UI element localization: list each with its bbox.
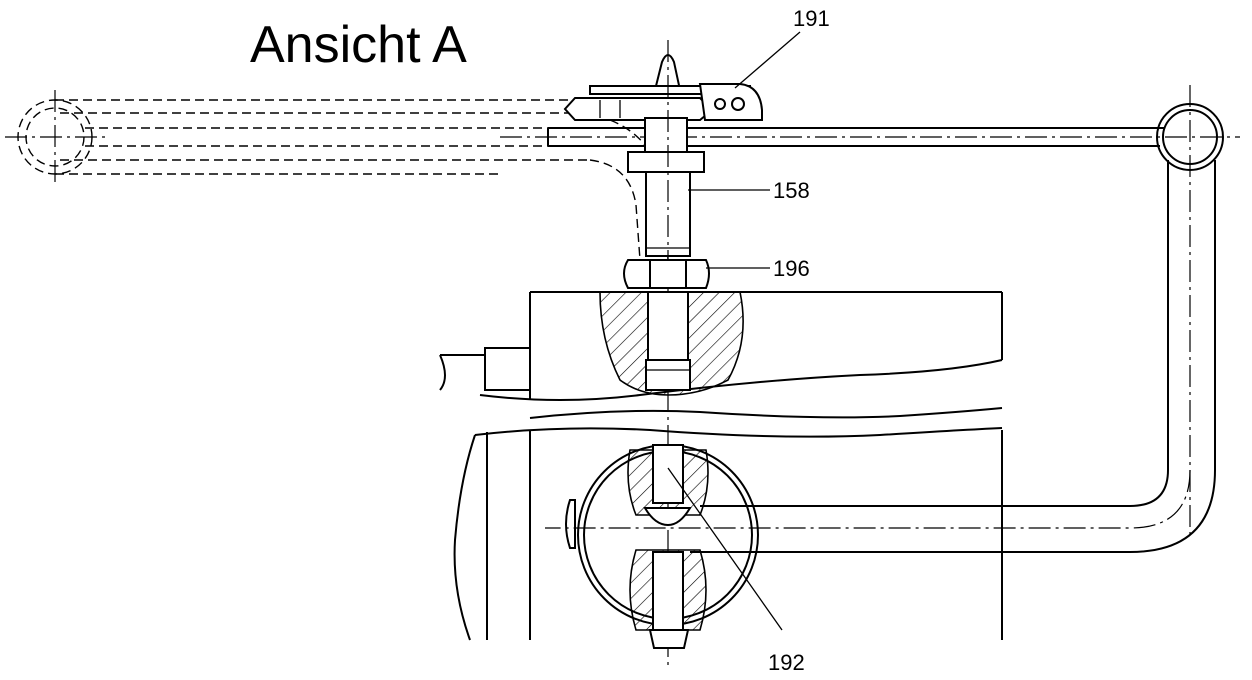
clamp-lever (563, 54, 763, 121)
main-pipe-top (500, 127, 1240, 147)
elbow-right (545, 85, 1224, 553)
callout-191-label: 191 (793, 6, 830, 31)
callout-192-label: 192 (768, 650, 805, 675)
view-title: Ansicht A (250, 16, 467, 74)
upper-body (439, 291, 1003, 401)
callout-191: 191 (734, 6, 830, 89)
bolt-158 (627, 40, 705, 665)
break-lines (474, 407, 1003, 438)
phantom-pipe-left (5, 90, 669, 261)
callout-158: 158 (688, 178, 810, 203)
callout-196-label: 196 (773, 256, 810, 281)
callout-192: 192 (667, 467, 805, 675)
nut-196 (623, 259, 710, 289)
callout-158-label: 158 (773, 178, 810, 203)
lower-body (453, 430, 1003, 649)
callout-196: 196 (706, 256, 810, 281)
